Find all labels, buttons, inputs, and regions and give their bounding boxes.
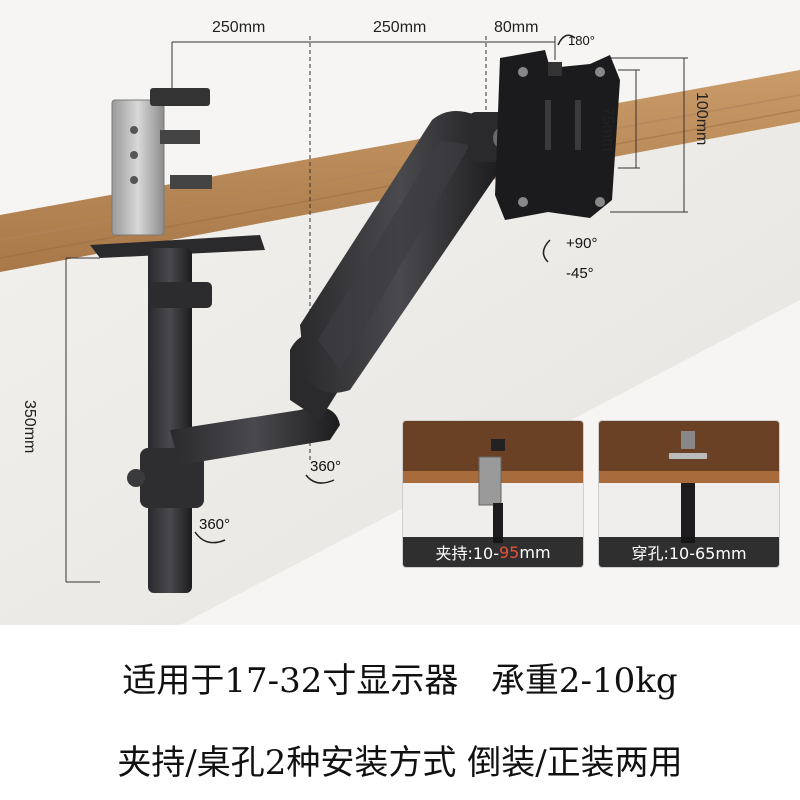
pole-height-label: 350mm bbox=[21, 400, 38, 454]
grommet-mount-inset: 穿孔:10-65mm bbox=[598, 420, 780, 568]
head-offset-label: 80mm bbox=[494, 19, 539, 36]
product-scene bbox=[0, 0, 800, 625]
vesa-75-label: 75mm bbox=[599, 107, 616, 152]
tilt-down-label: -45° bbox=[566, 265, 594, 282]
gas-spring-arm bbox=[300, 111, 500, 393]
tilt-up-label: +90° bbox=[566, 235, 598, 252]
clamp-range-unit: mm bbox=[519, 542, 551, 562]
vesa-plate bbox=[495, 50, 620, 220]
rotation-arrows bbox=[194, 34, 576, 544]
caption-line-1: 适用于17-32寸显示器 承重2-10kg bbox=[122, 661, 678, 701]
head-swivel-label: 180° bbox=[568, 33, 595, 48]
desk-clamp bbox=[90, 88, 265, 258]
vesa-100-label: 100mm bbox=[693, 92, 710, 146]
grommet-range-caption: 穿孔:10-65mm bbox=[599, 537, 779, 567]
clamp-range-prefix: 夹持:10- bbox=[435, 544, 499, 563]
base-joint-rotation-label: 360° bbox=[199, 516, 231, 533]
arm-reach-2-label: 250mm bbox=[373, 19, 427, 36]
caption-line-2: 夹持/桌孔2种安装方式 倒装/正装两用 bbox=[117, 743, 683, 783]
clamp-range-highlight: 95 bbox=[499, 542, 520, 562]
arm-reach-1-label: 250mm bbox=[212, 19, 266, 36]
arm-joint-rotation-label: 360° bbox=[310, 458, 342, 475]
